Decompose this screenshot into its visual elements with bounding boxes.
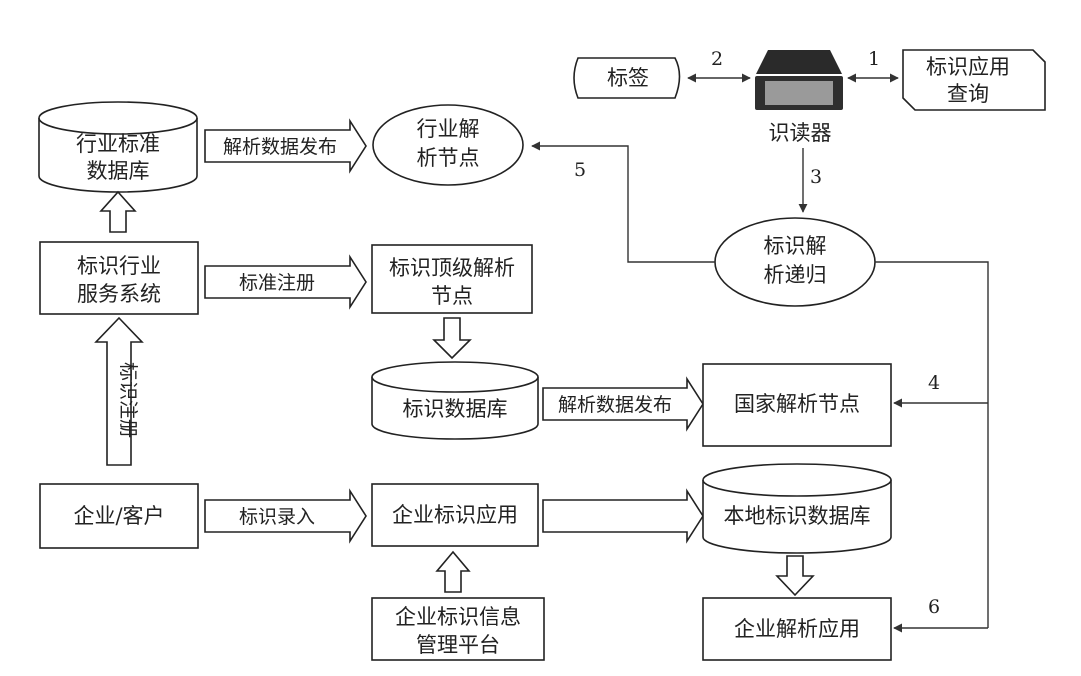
number-2: 2 [711,48,723,70]
publish-arrow-1-label: 解析数据发布 [223,136,337,158]
std-register-arrow [204,254,367,310]
top-node-label-line2: 节点 [431,284,473,308]
recursion-node: 标识解 析递归 [714,217,876,307]
number-1: 1 [868,48,880,70]
publish-arrow-2-label: 解析数据发布 [558,394,672,416]
enterprise-customer-node: 企业/客户 [39,483,199,549]
app-query-node: 标识应用 查询 [902,49,1046,111]
platform-to-app-arrow [435,550,471,593]
publish-arrow-2 [542,376,704,432]
industry-resolution-node: 行业解 析节点 [372,104,524,186]
service-to-db-arrow [99,190,137,233]
industry-db-label-line2: 数据库 [87,159,150,183]
enterprise-info-platform: 企业标识信息 管理平台 [371,597,545,661]
platform-label-line2: 管理平台 [416,633,500,657]
top-to-iddb-arrow [432,317,472,360]
id-register-label: 标识注册 [117,362,139,438]
number-4: 4 [928,372,940,394]
top-node-label-line1: 标识顶级解析 [389,256,515,280]
service-label-line1: 标识行业 [77,254,161,278]
tag-label: 标签 [607,66,649,90]
app-query-label-line2: 查询 [947,82,989,106]
industry-standard-database: 行业标准 数据库 [38,101,198,193]
reader-label: 识读器 [769,121,832,145]
scanner-icon [755,50,843,110]
national-resolution-node: 国家解析节点 [702,363,892,447]
industry-node-label-line1: 行业解 [417,117,480,141]
app-query-label-line1: 标识应用 [926,55,1010,79]
platform-label-line1: 企业标识信息 [395,605,521,629]
number-6: 6 [928,596,940,618]
enterprise-app-label: 企业标识应用 [392,503,518,527]
resolve-app-label: 企业解析应用 [734,617,860,641]
number-5: 5 [574,159,586,181]
recursion-label-line2: 析递归 [764,263,827,287]
top-level-resolution-node: 标识顶级解析 节点 [371,244,533,314]
industry-db-label-line1: 行业标准 [76,132,160,156]
app-to-localdb-arrow [542,488,704,544]
national-node-label: 国家解析节点 [734,392,860,416]
id-database: 标识数据库 [371,361,539,440]
recursion-industry-arrow [531,141,715,263]
enterprise-id-app-node: 企业标识应用 [371,483,539,547]
localdb-to-resolveapp-arrow [775,555,815,597]
id-entry-arrow [204,488,367,544]
id-register-arrow [94,316,144,466]
id-db-label: 标识数据库 [403,397,508,421]
std-register-label: 标准注册 [239,272,315,294]
recursion-right-line [875,261,989,628]
id-entry-label: 标识录入 [239,506,315,528]
enterprise-customer-label: 企业/客户 [73,504,164,528]
service-label-line2: 服务系统 [77,282,161,306]
recursion-label-line1: 标识解 [764,234,827,258]
industry-node-label-line2: 析节点 [417,146,480,170]
enterprise-resolution-app: 企业解析应用 [702,597,892,661]
local-db-label: 本地标识数据库 [724,504,871,528]
number-3: 3 [810,166,822,188]
local-id-database: 本地标识数据库 [702,463,892,554]
industry-service-system: 标识行业 服务系统 [39,241,199,315]
tag-node: 标签 [573,57,681,99]
publish-arrow-1 [204,118,367,174]
